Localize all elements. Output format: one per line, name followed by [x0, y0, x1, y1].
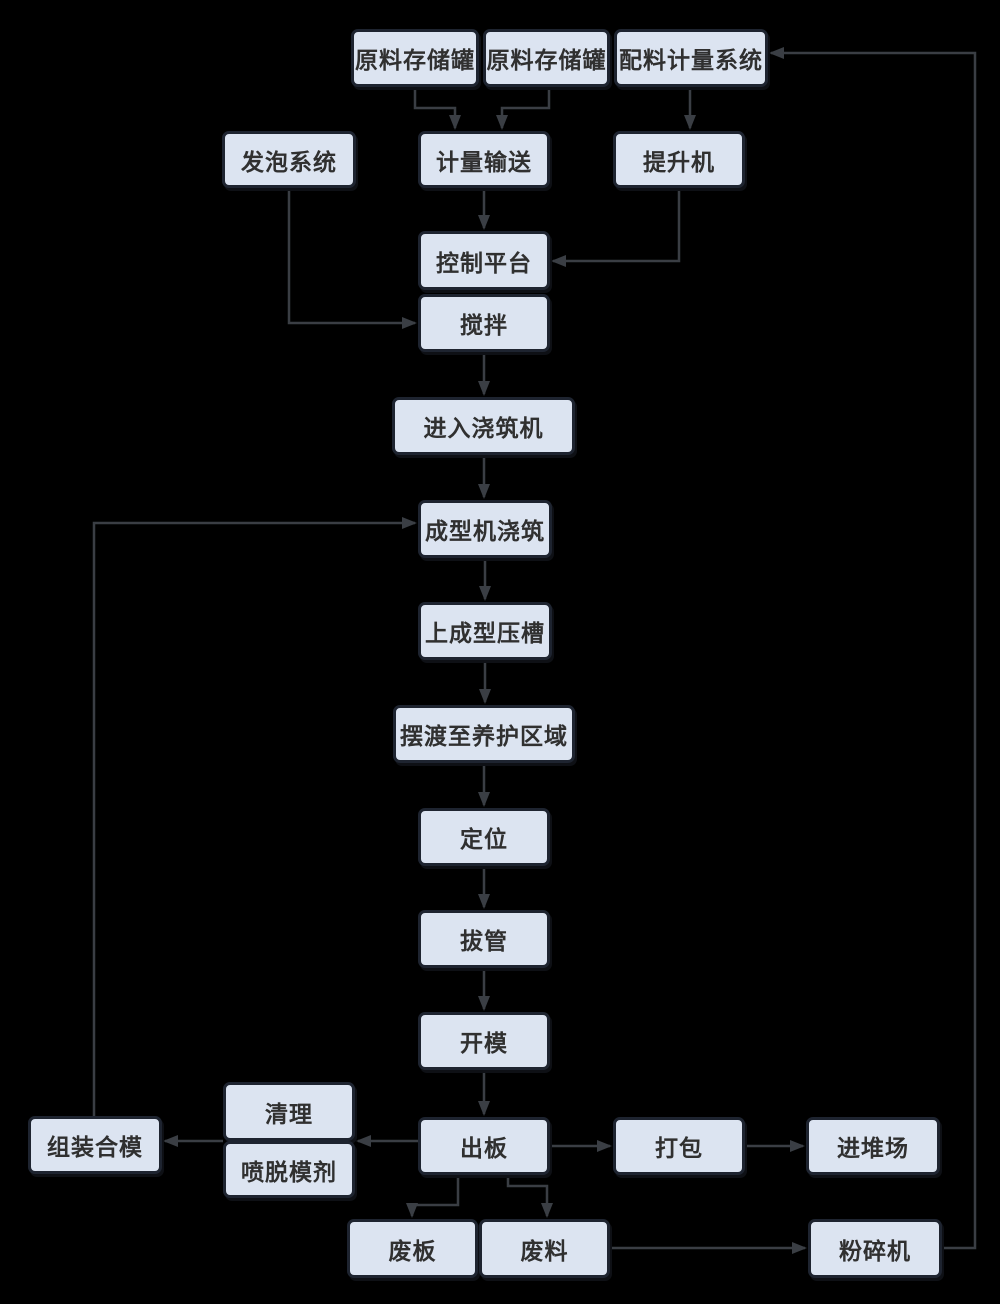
- flow-node-label: 喷脱模剂: [241, 1158, 337, 1186]
- flow-node-label: 废板: [388, 1237, 437, 1265]
- flow-edge-board-output-to-waste-material: [506, 1175, 553, 1218]
- flow-node-label: 粉碎机: [839, 1237, 911, 1265]
- flow-node-mold-assembly: 组装合模: [28, 1116, 162, 1174]
- flow-edge-crusher-to-batching-metering-system: [769, 47, 977, 1250]
- flow-node-board-output: 出板: [418, 1117, 550, 1175]
- flow-node-control-platform: 控制平台: [418, 231, 550, 290]
- flow-node-label: 出板: [460, 1135, 508, 1162]
- flow-node-label: 成型机浇筑: [425, 518, 545, 545]
- flow-node-raw-material-tank-2: 原料存储罐: [483, 29, 610, 87]
- flow-node-crusher: 粉碎机: [808, 1219, 942, 1278]
- flow-node-label: 组装合模: [47, 1134, 143, 1161]
- flow-node-label: 计量输送: [436, 148, 532, 176]
- flow-edge-mold-assembly-to-forming-machine-pouring: [92, 517, 417, 1116]
- flow-node-label: 控制平台: [436, 249, 532, 277]
- flow-node-mold-release-spray: 喷脱模剂: [223, 1141, 355, 1198]
- flow-node-mixing: 搅拌: [418, 294, 550, 352]
- flow-node-raw-material-tank-1: 原料存储罐: [351, 29, 479, 87]
- flow-node-label: 搅拌: [460, 312, 508, 339]
- flow-node-label: 拔管: [460, 928, 508, 955]
- flow-edge-raw-material-tank-1-to-metering-conveyor: [413, 87, 461, 130]
- flow-node-label: 原料存储罐: [486, 47, 607, 74]
- flow-node-label: 原料存储罐: [355, 47, 475, 74]
- flow-node-label: 开模: [460, 1030, 508, 1057]
- flow-node-label: 上成型压槽: [425, 620, 545, 647]
- flow-node-label: 打包: [655, 1135, 703, 1162]
- flow-node-label: 进入浇筑机: [423, 415, 544, 442]
- flow-edge-hoist-to-control-platform: [551, 188, 681, 267]
- flow-node-ferry-to-curing-area: 摆渡至养护区域: [393, 705, 575, 763]
- flow-node-foaming-system: 发泡系统: [222, 131, 356, 188]
- flow-node-hoist: 提升机: [613, 131, 745, 188]
- flow-edge-board-output-to-waste-board: [406, 1175, 460, 1218]
- flow-node-label: 发泡系统: [241, 148, 337, 176]
- flow-node-forming-machine-pouring: 成型机浇筑: [418, 500, 552, 558]
- flow-node-label: 清理: [265, 1100, 313, 1128]
- flow-node-waste-board: 废板: [347, 1219, 478, 1278]
- flow-node-label: 废料: [520, 1237, 569, 1265]
- flow-node-label: 定位: [460, 826, 508, 853]
- flow-node-positioning: 定位: [418, 808, 550, 866]
- flow-node-label: 摆渡至养护区域: [400, 723, 568, 750]
- flow-node-label: 配料计量系统: [619, 47, 763, 74]
- flow-node-stack-yard: 进堆场: [806, 1117, 940, 1175]
- flow-node-label: 进堆场: [837, 1135, 909, 1162]
- flow-node-label: 提升机: [643, 148, 715, 176]
- flow-node-casting-machine-entry: 进入浇筑机: [392, 397, 575, 455]
- flow-node-cleaning: 清理: [223, 1082, 355, 1141]
- flow-edge-raw-material-tank-2-to-metering-conveyor: [496, 87, 551, 130]
- flow-node-metering-conveyor: 计量输送: [418, 131, 550, 188]
- flow-edge-foaming-system-to-mixing: [287, 188, 417, 329]
- flow-node-batching-metering-system: 配料计量系统: [614, 29, 768, 87]
- flow-node-packing: 打包: [613, 1117, 745, 1175]
- flow-node-forming-groove: 上成型压槽: [418, 602, 552, 660]
- flow-node-pipe-pulling: 拔管: [418, 910, 550, 968]
- flow-node-mold-opening: 开模: [418, 1012, 550, 1070]
- flow-node-waste-material: 废料: [479, 1219, 610, 1278]
